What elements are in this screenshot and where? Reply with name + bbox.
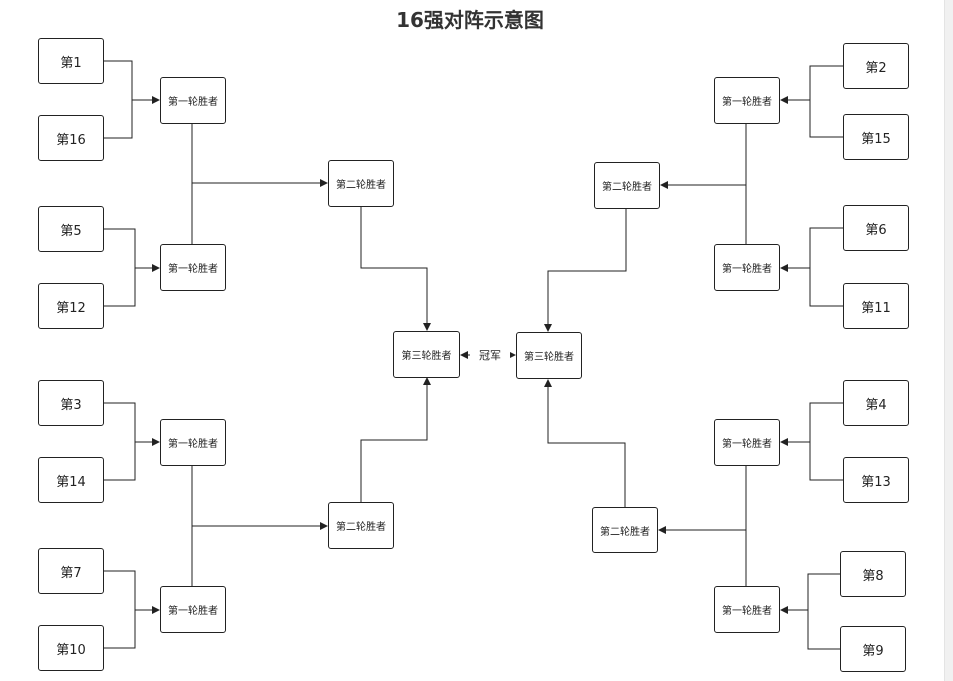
connector-r-seed13 (809, 442, 843, 481)
round1-winner-right-b: 第一轮胜者 (714, 244, 780, 291)
champion-label: 冠军 (470, 347, 510, 363)
seed-box-right-2: 第2 (843, 43, 909, 89)
connector-r-seed4 (809, 402, 843, 442)
seed-box-right-4: 第4 (843, 380, 909, 426)
seed-box-left-14: 第14 (38, 457, 104, 503)
connector-l-seed14 (104, 442, 136, 481)
page-title: 16强对阵示意图 (396, 8, 544, 32)
round1-winner-left-b: 第一轮胜者 (160, 244, 226, 291)
connector-l-seed12 (104, 268, 136, 307)
connector-l-seed16 (104, 100, 133, 139)
vertical-scrollbar[interactable] (944, 0, 953, 681)
round3-winner-left: 第三轮胜者 (393, 331, 460, 378)
seed-box-right-8: 第8 (840, 551, 906, 597)
round2-winner-right-top: 第二轮胜者 (594, 162, 660, 209)
round1-winner-left-c: 第一轮胜者 (160, 419, 226, 466)
arrow-r-r3-from-bottom (544, 379, 626, 507)
seed-box-left-10: 第10 (38, 625, 104, 671)
connector-r-seed11 (809, 268, 843, 307)
round1-winner-left-d: 第一轮胜者 (160, 586, 226, 633)
connector-l-seed1 (104, 60, 133, 100)
seed-box-right-13: 第13 (843, 457, 909, 503)
seed-box-right-9: 第9 (840, 626, 906, 672)
seed-box-left-3: 第3 (38, 380, 104, 426)
connector-l-seed10 (104, 610, 136, 649)
connector-l-seed7 (104, 570, 136, 610)
arrow-r-r3-from-top (544, 209, 627, 332)
seed-box-left-16: 第16 (38, 115, 104, 161)
round1-winner-right-a: 第一轮胜者 (714, 77, 780, 124)
arrow-l-r3-from-top (360, 207, 431, 331)
seed-box-left-1: 第1 (38, 38, 104, 84)
round1-winner-right-d: 第一轮胜者 (714, 586, 780, 633)
seed-box-right-6: 第6 (843, 205, 909, 251)
seed-box-right-15: 第15 (843, 114, 909, 160)
connector-l-seed3 (104, 402, 136, 442)
connector-r-seed6 (809, 227, 843, 268)
round1-winner-left-a: 第一轮胜者 (160, 77, 226, 124)
seed-box-right-11: 第11 (843, 283, 909, 329)
arrow-l-r3-from-bottom (360, 377, 431, 502)
round2-winner-left-top: 第二轮胜者 (328, 160, 394, 207)
seed-box-left-7: 第7 (38, 548, 104, 594)
round2-winner-left-bottom: 第二轮胜者 (328, 502, 394, 549)
connector-l-seed5 (104, 228, 136, 268)
connector-r-seed9 (807, 610, 840, 650)
connector-r-seed2 (809, 65, 843, 100)
connector-r-seed8 (807, 573, 840, 610)
connector-r-seed15 (809, 100, 843, 138)
round3-winner-right: 第三轮胜者 (516, 332, 582, 379)
round2-winner-right-bottom: 第二轮胜者 (592, 507, 658, 553)
round1-winner-right-c: 第一轮胜者 (714, 419, 780, 466)
seed-box-left-5: 第5 (38, 206, 104, 252)
seed-box-left-12: 第12 (38, 283, 104, 329)
